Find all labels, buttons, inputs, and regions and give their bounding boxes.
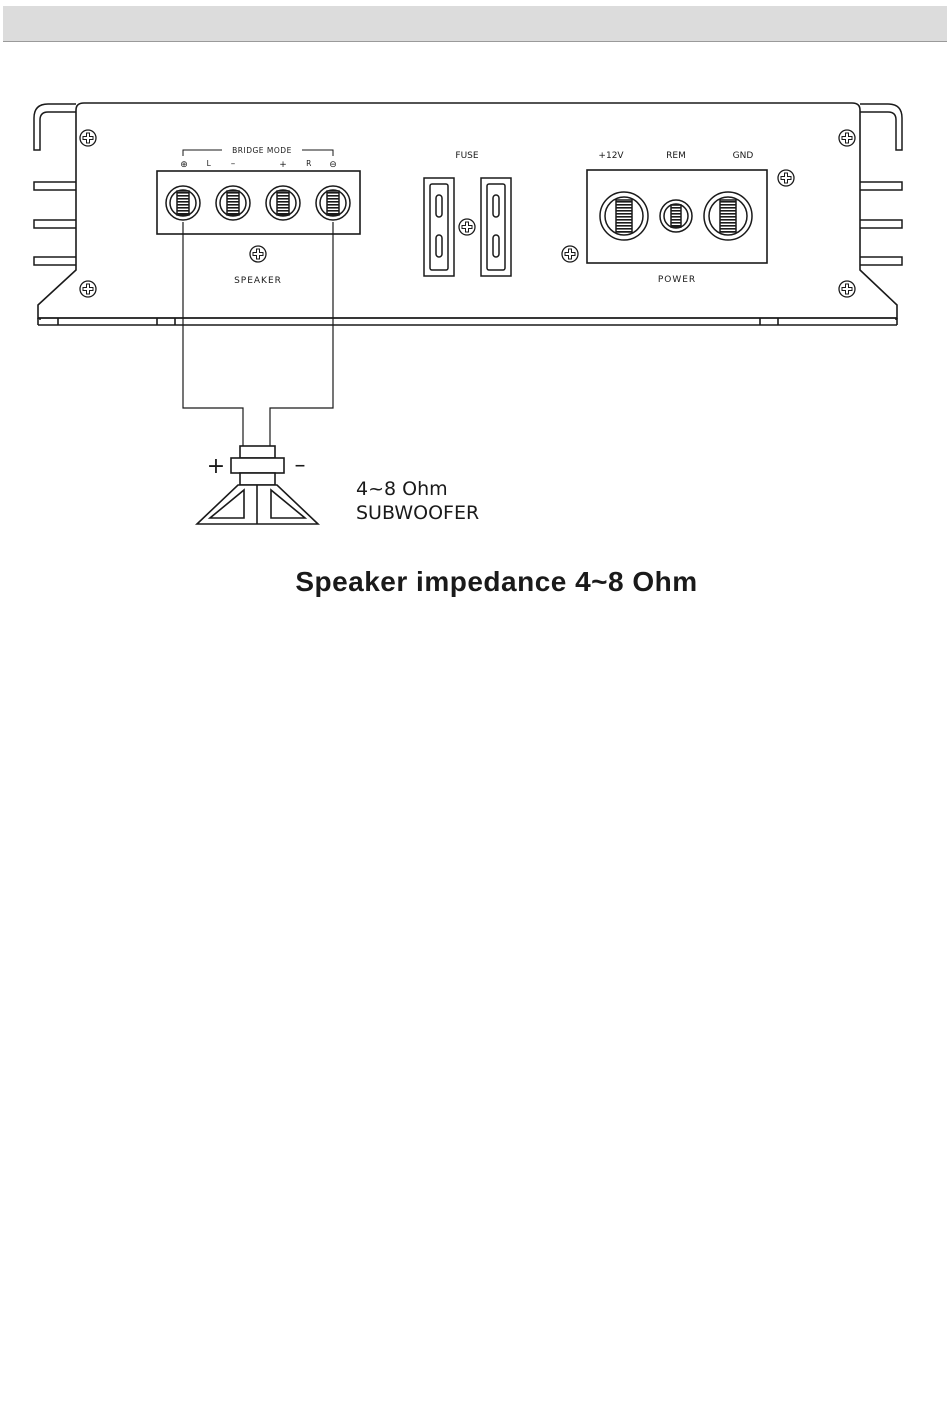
diagram-caption: Speaker impedance 4~8 Ohm <box>0 566 950 598</box>
panel-screw-icon <box>839 281 855 297</box>
panel-screw-icon <box>80 281 96 297</box>
panel-screw-icon <box>839 130 855 146</box>
subwoofer-impedance: 4~8 Ohm <box>356 478 448 500</box>
terminal-label-l: L <box>207 159 212 168</box>
fuse-label: FUSE <box>455 151 478 161</box>
terminal-label-right-plus: + <box>279 160 287 170</box>
power-label: POWER <box>658 275 696 285</box>
power-label-rem: REM <box>666 151 686 161</box>
power-label-gnd: GND <box>733 151 754 161</box>
terminal-label-left-minus: – <box>231 159 236 169</box>
subwoofer-name: SUBWOOFER <box>356 502 479 524</box>
terminal-label-left-plus: ⊕ <box>180 160 188 170</box>
subwoofer-plus-sign: + <box>207 454 225 479</box>
speaker-screw-icon <box>250 246 266 262</box>
power-screw-icon <box>562 246 578 262</box>
amplifier-wiring-diagram: BRIDGE MODE ⊕ L – + R ⊖ SPEAKER FUSE +12… <box>0 0 950 560</box>
power-screw-icon <box>778 170 794 186</box>
terminal-label-right-minus: ⊖ <box>329 160 337 170</box>
power-label-12v: +12V <box>598 151 624 161</box>
subwoofer-minus-sign: – <box>295 453 306 478</box>
speaker-terminal-block <box>157 171 360 234</box>
panel-screw-icon <box>80 130 96 146</box>
bridge-mode-label: BRIDGE MODE <box>232 146 292 155</box>
power-terminal-block <box>587 170 767 263</box>
fuse-screw-icon <box>459 219 475 235</box>
terminal-label-r: R <box>306 159 312 168</box>
speaker-label: SPEAKER <box>234 276 282 286</box>
